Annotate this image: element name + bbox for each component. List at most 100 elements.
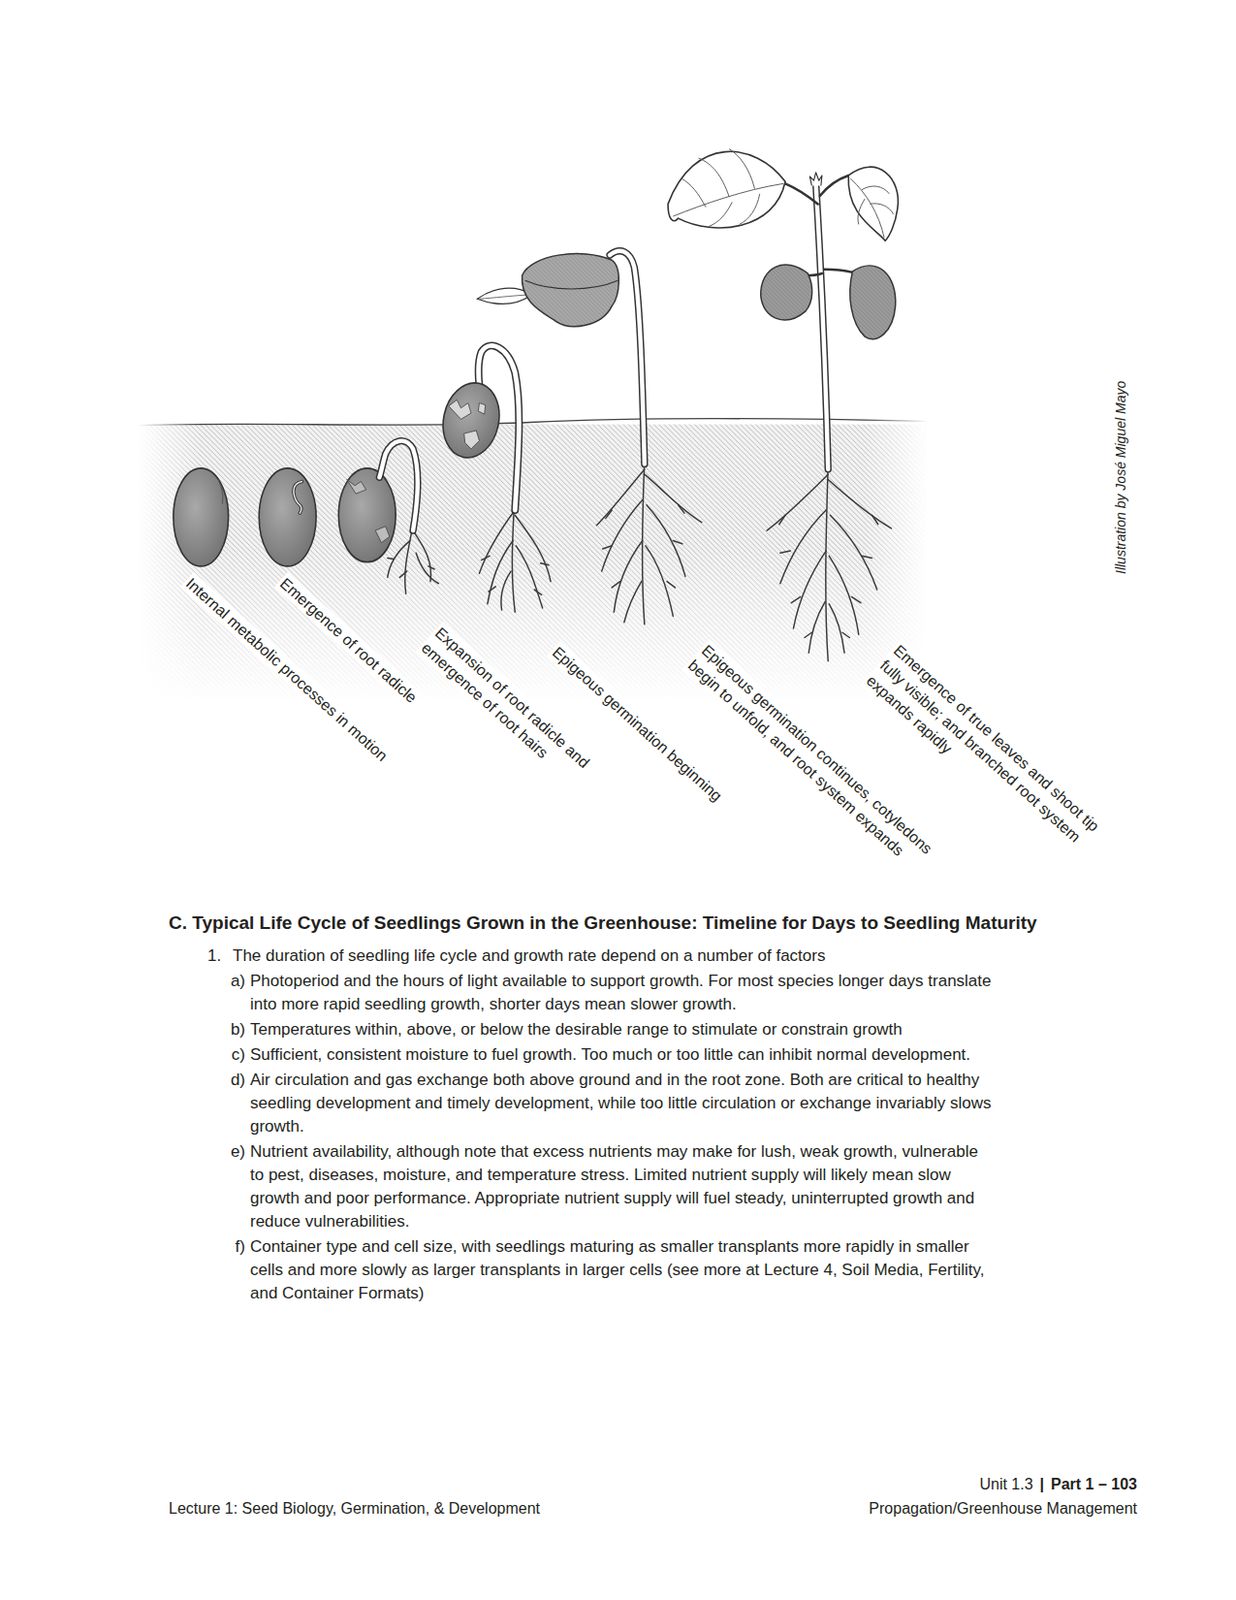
list-marker: 1. [207,944,233,968]
seedling-radicle [338,441,418,563]
root-system [779,514,879,637]
root-system [792,550,826,629]
root-system [501,570,511,610]
list-marker: a) [221,969,251,1016]
page-footer: Lecture 1: Seed Biology, Germination, & … [168,1498,540,1519]
root-system [596,469,644,526]
stage-caption: Expansion of root radicle and emergence … [415,621,627,817]
root-system [829,514,877,590]
list-item-text: Temperatures within, above, or below the… [250,1017,992,1042]
footer-text: Lecture 1: Seed Biology, Germination, & … [168,1499,540,1517]
seed-with-radicle [293,481,303,514]
seedling-radicle [379,441,417,531]
list-row: 1.The duration of seedling life cycle an… [0,944,1236,968]
seedling-true-leaves [816,183,829,470]
root-system [827,478,891,528]
seedling-cotyledons [521,253,619,327]
footer-text: Part 1 – 103 [1050,1475,1138,1492]
root-system [828,555,859,634]
seed-with-radicle [258,468,317,567]
root-system [412,530,431,582]
seedling-true-leaves [760,264,813,320]
seed-with-radicle [258,468,317,567]
seedling-cotyledons [476,251,645,465]
stage-caption: Internal metabolic processes in motion [180,571,394,767]
seedling-true-leaves [816,183,829,470]
list-item-text: Photoperiod and the hours of light avail… [250,969,992,1016]
root-system [646,505,686,577]
factor-list: 1.The duration of seedling life cycle an… [0,944,1236,1307]
list-row: a)Photoperiod and the hours of light ava… [0,969,1236,1016]
list-item-text: Nutrient availability, although note tha… [250,1140,992,1234]
seedling-true-leaves [667,149,898,470]
seedling-cotyledons [525,280,619,289]
list-item-text: The duration of seedling life cycle and … [232,944,1028,968]
root-system [387,557,435,577]
list-row: e)Nutrient availability, although note t… [0,1140,1236,1234]
germination-illustration [137,149,928,705]
soil-region [137,424,928,705]
soil-region [137,417,928,425]
list-row: b)Temperatures within, above, or below t… [0,1017,1236,1042]
seedling-radicle [338,468,396,563]
root-system [613,540,642,613]
seedling-true-leaves [785,175,853,276]
seedling-hook [436,345,519,510]
root-system [514,514,551,581]
seedling-true-leaves [850,265,896,340]
root-system [602,499,643,571]
list-marker: f) [221,1235,251,1305]
illustration-credit: Illustration by José Miguel Mayo [1112,380,1129,574]
list-marker: e) [221,1140,251,1234]
list-marker: b) [221,1017,251,1042]
root-system [487,540,513,604]
page-footer: Propagation/Greenhouse Management [868,1498,1138,1519]
root-system [766,474,828,531]
seedling-radicle [347,478,390,542]
seedling-cotyledons [476,287,531,304]
seedling-cotyledons [478,294,528,299]
root-system [645,545,673,617]
root-system [515,545,542,608]
root-system [405,525,413,594]
section-heading: C. Typical Life Cycle of Seedlings Grown… [168,911,1216,935]
root-system [644,474,702,522]
seedling-cotyledons [521,253,619,327]
root-system [602,505,685,588]
seedling-true-leaves [809,172,823,187]
footer-text: | [1040,1475,1045,1492]
soil-region [137,424,928,705]
seedling-hook [436,377,507,463]
seedling-true-leaves [850,178,893,238]
root-system [415,552,439,584]
seedling-true-leaves [848,166,898,241]
seed [218,478,223,504]
list-item-text: Air circulation and gas exchange both ab… [250,1068,992,1139]
root-system [780,509,826,584]
seedling-true-leaves [672,149,784,227]
list-item-text: Sufficient, consistent moisture to fuel … [250,1043,992,1067]
soil-region [137,424,928,705]
root-system [624,581,642,623]
list-marker: d) [221,1068,251,1139]
list-marker: c) [221,1043,251,1067]
root-system [828,603,845,653]
list-row: f)Container type and cell size, with see… [0,1235,1236,1305]
list-item-text: Container type and cell size, with seedl… [250,1235,992,1305]
seedling-true-leaves [760,264,813,320]
root-system [825,464,828,662]
root-system [387,458,892,661]
seedling-true-leaves [850,265,896,340]
root-system [478,509,515,573]
list-row: c)Sufficient, consistent moisture to fue… [0,1043,1236,1067]
soil-region [137,417,928,704]
seed-with-radicle [293,481,303,514]
footer-text: Propagation/Greenhouse Management [868,1499,1138,1517]
seedling-radicle [379,441,417,531]
seed [173,468,229,567]
page-footer: Unit 1.3 | Part 1 – 103 [979,1474,1138,1494]
seedling-hook [448,399,486,448]
list-row: d)Air circulation and gas exchange both … [0,1068,1236,1139]
footer-text: Unit 1.3 [979,1475,1033,1492]
